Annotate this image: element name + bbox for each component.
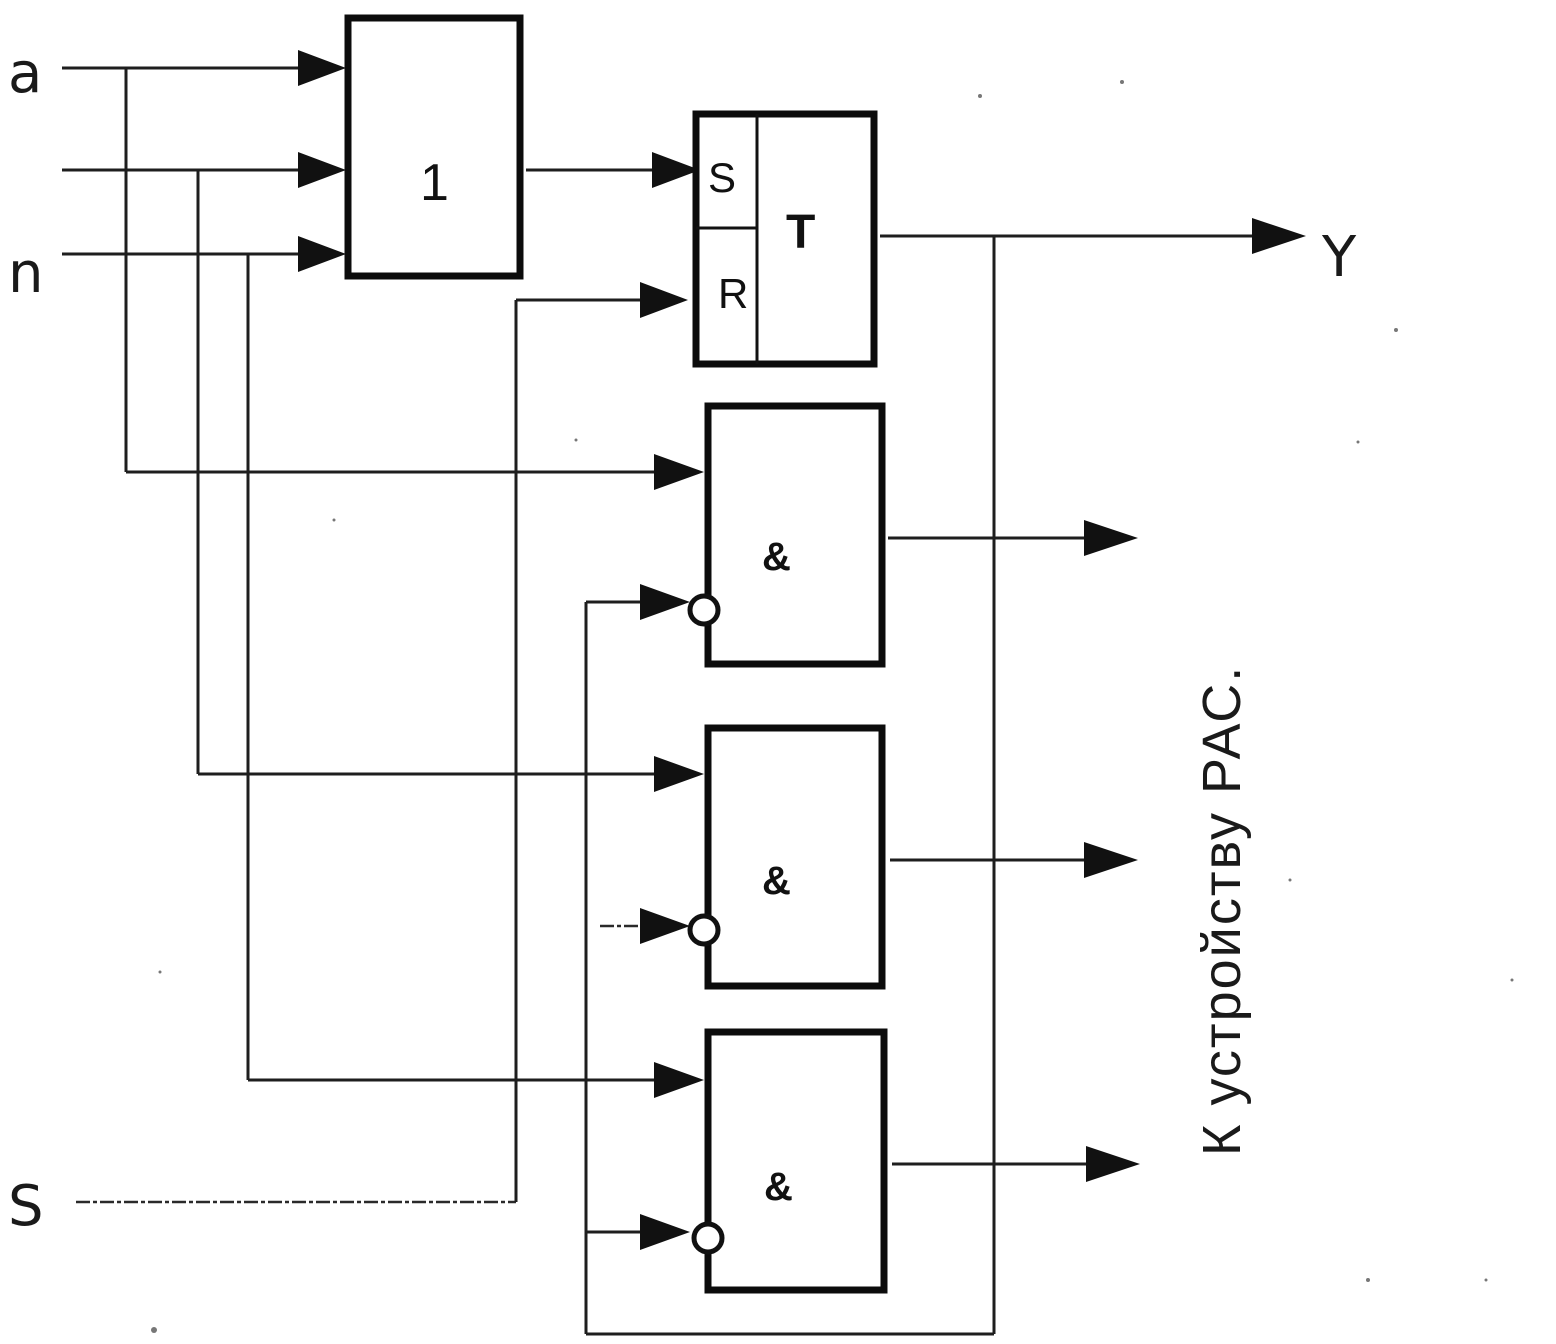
- or-to-trigger-wire: [526, 152, 700, 188]
- trigger-label: T: [786, 206, 815, 259]
- or-gate-input-wires: [62, 50, 346, 272]
- input-label-a: a: [8, 41, 42, 106]
- s-to-reset-wire: [76, 282, 688, 1204]
- and-gate-3-label: &: [764, 1165, 793, 1209]
- output-label-y: Y: [1321, 225, 1357, 290]
- and-gate-3: &: [640, 1028, 888, 1294]
- and-gate-2: &: [640, 724, 886, 990]
- and-gate-2-inverter: [687, 913, 721, 947]
- input-label-s: S: [8, 1174, 44, 1239]
- trigger-output-wire: [584, 218, 1306, 1336]
- rs-trigger: S R T: [692, 110, 878, 368]
- trigger-port-r: R: [718, 270, 748, 317]
- trigger-port-s: S: [708, 154, 736, 201]
- or-gate: 1: [344, 14, 524, 280]
- and-gate-3-inverter: [691, 1221, 725, 1255]
- and-gate-1-inverter: [687, 593, 721, 627]
- destination-label: К устройству РАС.: [1192, 665, 1252, 1156]
- or-gate-label: 1: [420, 154, 449, 212]
- and-gate-1-label: &: [762, 535, 791, 579]
- scan-noise: [151, 80, 1514, 1333]
- and-gate-1: &: [640, 402, 886, 668]
- and-gate-2-label: &: [762, 859, 791, 903]
- input-label-n: n: [8, 241, 44, 306]
- and-output-wires: [888, 520, 1140, 1182]
- input-bus-wires: [124, 68, 704, 1098]
